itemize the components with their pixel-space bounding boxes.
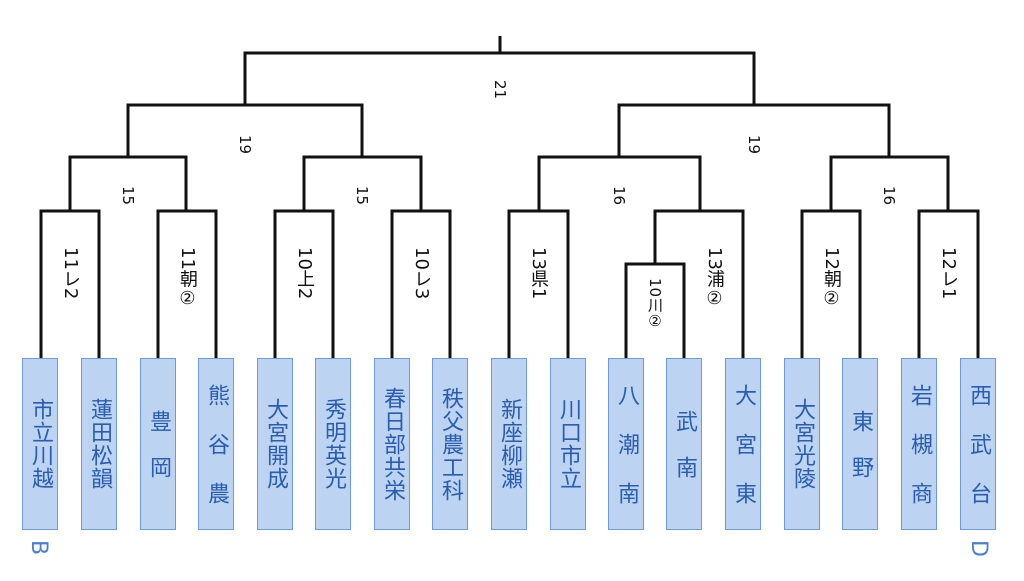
match-label: 13県1 — [528, 245, 549, 302]
team-box: 武 南 — [666, 358, 702, 530]
match-label: 19 — [745, 133, 763, 157]
match-label: 10レ3 — [411, 245, 432, 302]
team-box: 豊 岡 — [140, 358, 176, 530]
match-label: 13浦② — [704, 245, 725, 311]
team-box: 岩 槻 商 — [901, 358, 937, 530]
team-box: 大宮開成 — [257, 358, 293, 530]
team-box: 東 野 — [842, 358, 878, 530]
team-box: 蓮田松韻 — [81, 358, 117, 530]
match-label: 15 — [353, 184, 371, 208]
r1-match-6 — [624, 262, 686, 358]
team-box: 熊 谷 農 — [198, 358, 234, 530]
r1-match-8 — [800, 209, 862, 358]
team-box: 市立川越 — [22, 358, 58, 530]
r1-match-1 — [39, 209, 101, 358]
team-box: 秀明英光 — [315, 358, 351, 530]
r1-match-3 — [273, 209, 335, 358]
match-label: 16 — [610, 184, 628, 208]
zone-label-left: B — [26, 540, 51, 556]
team-box: 春日部共栄 — [374, 358, 410, 530]
semi-left-bracket — [126, 103, 364, 157]
qf4-bracket — [829, 155, 950, 211]
r1-match-2 — [156, 209, 218, 358]
zone-label-right: D — [966, 540, 991, 557]
qf1-bracket — [68, 155, 188, 211]
team-box: 八 潮 南 — [608, 358, 644, 530]
team-box: 西 武 台 — [960, 358, 996, 530]
team-box: 川口市立 — [550, 358, 586, 530]
match-label: 12朝② — [821, 245, 842, 311]
qf2-bracket — [302, 155, 423, 211]
semi-right-bracket — [617, 103, 891, 157]
match-label: 19 — [236, 133, 254, 157]
r1-match-5 — [507, 209, 570, 358]
team-box: 大宮光陵 — [784, 358, 820, 530]
qf3-bracket — [537, 155, 702, 211]
team-box: 新座柳瀬 — [491, 358, 527, 530]
match-label: 11レ2 — [60, 245, 81, 302]
match-label: 10上2 — [294, 245, 315, 302]
team-box: 大 宮 東 — [725, 358, 761, 530]
match-label: 11朝② — [177, 245, 198, 311]
team-box: 秩父農工科 — [432, 358, 468, 530]
final-label: 21 — [491, 78, 509, 102]
r1-match-9 — [917, 209, 980, 358]
match-label: 15 — [119, 184, 137, 208]
match-label: 10川② — [646, 276, 664, 333]
match-label: 16 — [880, 184, 898, 208]
r1-match-7 — [653, 209, 745, 358]
final-bracket — [243, 51, 756, 105]
match-label: 12レ1 — [938, 245, 959, 302]
r1-match-4 — [390, 209, 452, 358]
